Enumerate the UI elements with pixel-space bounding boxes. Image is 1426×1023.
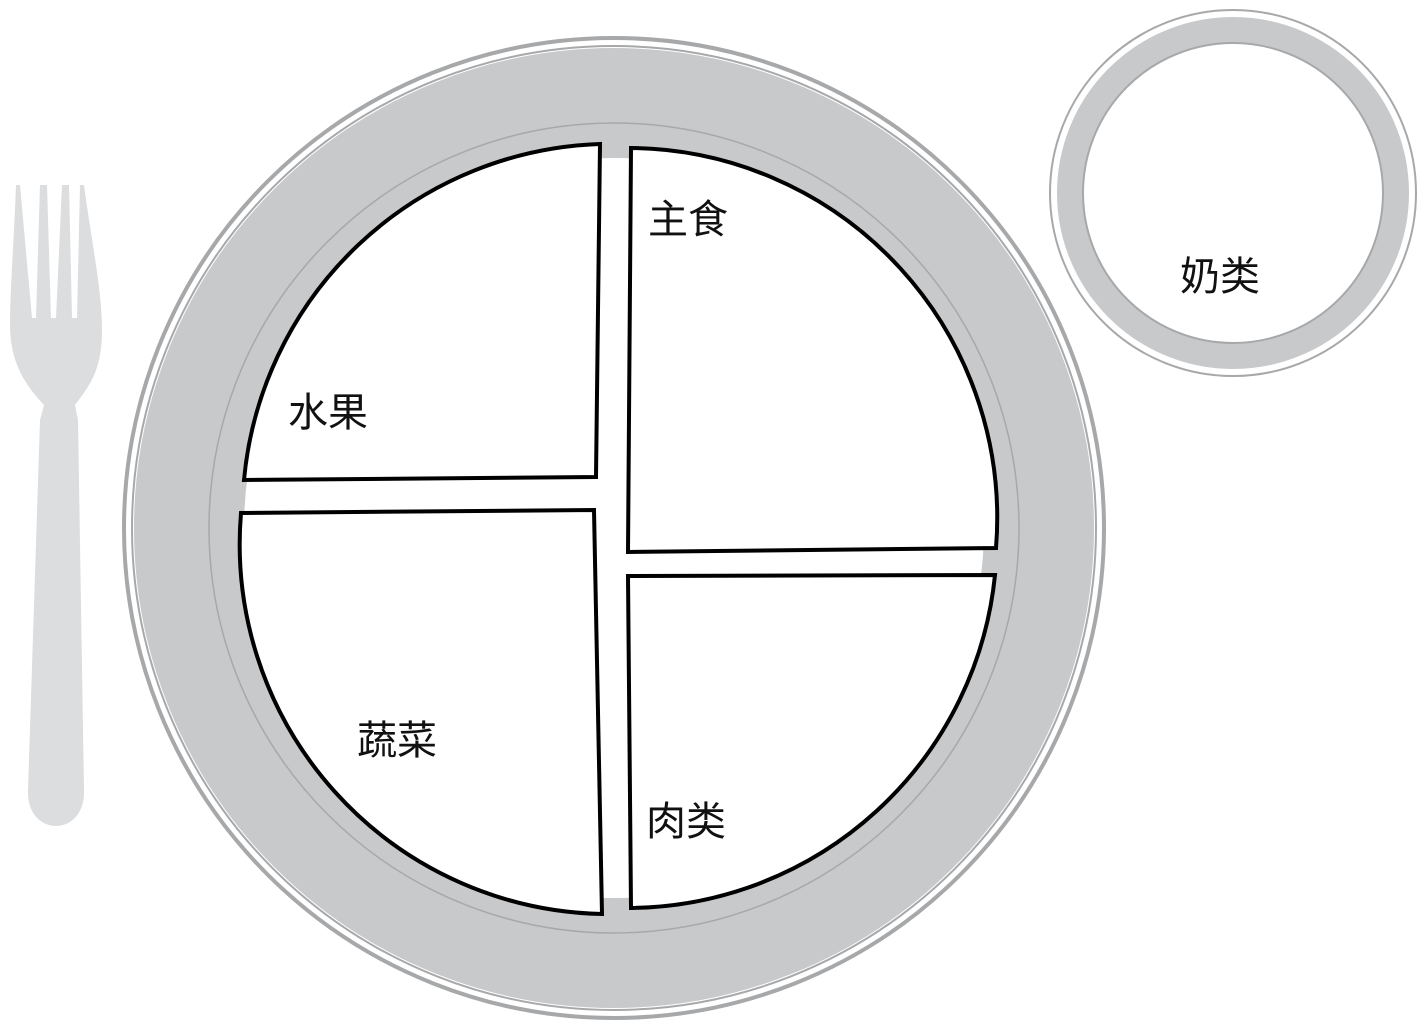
plate-inner-rim	[131, 45, 1097, 1011]
section-protein[interactable]: 肉类	[625, 572, 998, 911]
plate-center	[208, 122, 1020, 934]
dairy-cup[interactable]: 奶类	[1049, 9, 1417, 377]
section-fruits[interactable]: 水果	[241, 141, 603, 483]
section-vegetables[interactable]: 蔬菜	[237, 507, 605, 917]
plate-gray-band	[134, 48, 1094, 1008]
cup-label: 奶类	[1180, 254, 1260, 300]
fork-icon	[10, 185, 102, 826]
section-protein-label: 肉类	[646, 799, 726, 845]
section-vegetables-label: 蔬菜	[357, 718, 437, 764]
cup-gray-band	[1057, 17, 1409, 369]
section-grains-label: 主食	[648, 197, 728, 243]
section-grains[interactable]: 主食	[625, 145, 1000, 555]
cup-inner	[1082, 42, 1384, 344]
section-fruits-label: 水果	[288, 390, 368, 436]
dinner-plate: 主食 水果 蔬菜 肉类	[122, 36, 1106, 1020]
